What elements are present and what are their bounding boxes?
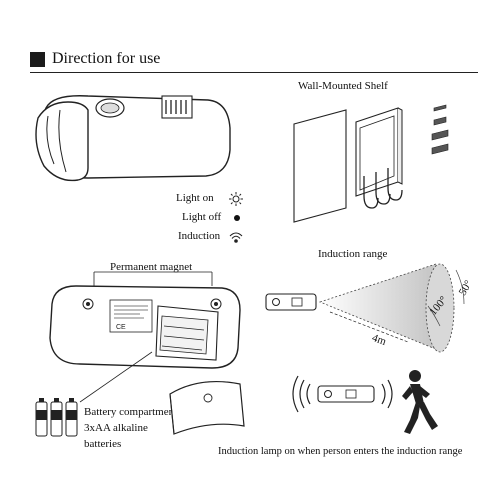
- legend-induction: Induction: [178, 230, 221, 242]
- sun-icon: [229, 192, 243, 206]
- lamp-front-illustration: [35, 95, 231, 182]
- header-title: Direction for use: [52, 50, 161, 67]
- induction-range-label: Induction range: [318, 248, 388, 260]
- battery-label-line1: Battery compartment: [84, 406, 178, 418]
- shelf-label: Wall-Mounted Shelf: [298, 80, 388, 92]
- header-divider: [30, 72, 478, 73]
- walking-person-icon: [402, 370, 438, 434]
- legend-light-on: Light on: [176, 192, 214, 204]
- batteries-icon: [35, 398, 78, 437]
- product-label-mark: CE: [116, 324, 126, 331]
- header-square: [30, 52, 45, 67]
- detection-illustration: [292, 370, 438, 434]
- lamp-back-illustration: CE: [49, 271, 241, 403]
- shelf-illustration: [293, 104, 449, 223]
- detection-caption: Induction lamp on when person enters the…: [218, 446, 463, 457]
- induction-range-diagram: [265, 263, 465, 353]
- signal-icon: [229, 232, 243, 243]
- magnet-label: Permanent magnet: [110, 261, 193, 273]
- battery-cover-illustration: [169, 380, 245, 435]
- legend-light-off: Light off: [182, 211, 222, 223]
- dot-icon: [234, 215, 240, 221]
- battery-label-line3: batteries: [84, 438, 122, 450]
- battery-label-line2: 3xAA alkaline: [84, 422, 148, 434]
